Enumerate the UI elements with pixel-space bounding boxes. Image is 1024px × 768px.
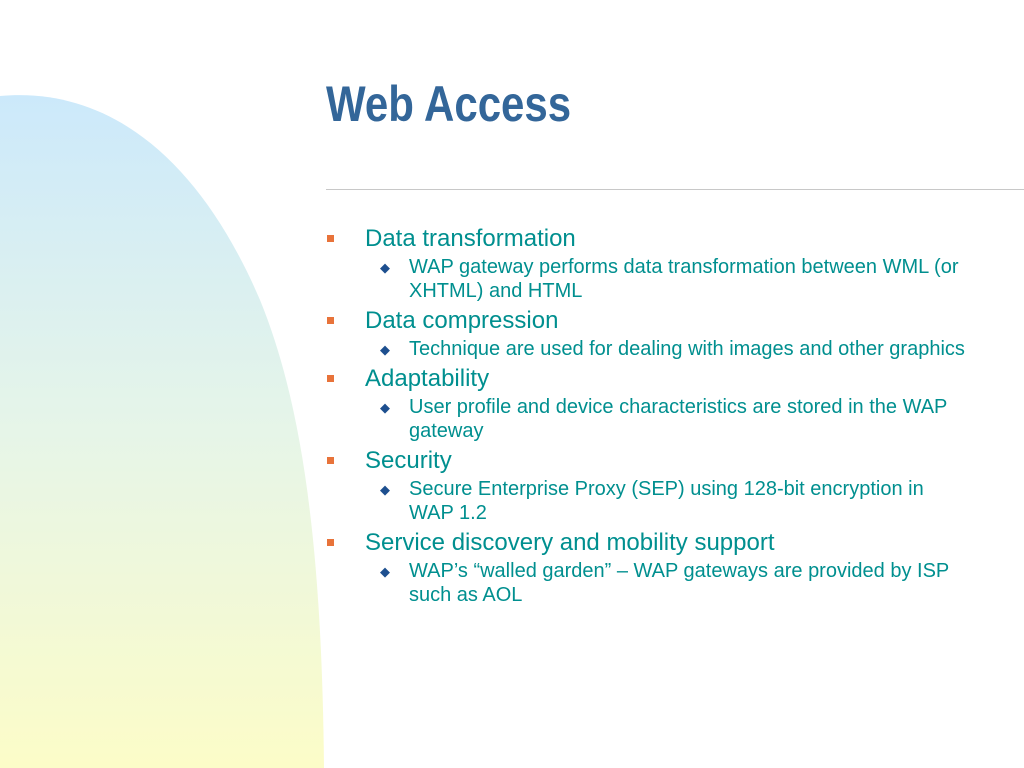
sub-bullet-list: ◆ WAP gateway performs data transformati… (365, 255, 1010, 303)
sub-bullet-list: ◆ User profile and device characteristic… (365, 395, 1010, 443)
sub-bullet-list: ◆ WAP’s “walled garden” – WAP gateways a… (365, 559, 1010, 607)
bullet-text: Security (365, 447, 452, 474)
title-divider (326, 189, 1024, 190)
bullet-item: Service discovery and mobility support ◆… (320, 528, 1010, 607)
bullet-item: Adaptability ◆ User profile and device c… (320, 364, 1010, 443)
square-bullet-icon (327, 539, 334, 546)
sub-bullet-text: WAP’s “walled garden” – WAP gateways are… (409, 560, 949, 606)
bullet-text: Adaptability (365, 365, 490, 392)
sub-bullet-item: ◆ Secure Enterprise Proxy (SEP) using 12… (365, 477, 969, 525)
sub-bullet-item: ◆ User profile and device characteristic… (365, 395, 969, 443)
bullet-item: Security ◆ Secure Enterprise Proxy (SEP)… (320, 446, 1010, 525)
square-bullet-icon (327, 317, 334, 324)
square-bullet-icon (327, 235, 334, 242)
bullet-text: Data compression (365, 307, 559, 334)
bullet-item: Data transformation ◆ WAP gateway perfor… (320, 224, 1010, 303)
bullet-item: Data compression ◆ Technique are used fo… (320, 306, 1010, 361)
bullet-list: Data transformation ◆ WAP gateway perfor… (320, 224, 1010, 607)
diamond-bullet-icon: ◆ (380, 482, 390, 497)
square-bullet-icon (327, 375, 334, 382)
square-bullet-icon (327, 457, 334, 464)
sub-bullet-text: User profile and device characteristics … (409, 396, 948, 442)
sub-bullet-list: ◆ Secure Enterprise Proxy (SEP) using 12… (365, 477, 1010, 525)
diamond-bullet-icon: ◆ (380, 342, 390, 357)
sub-bullet-list: ◆ Technique are used for dealing with im… (365, 337, 1010, 361)
sub-bullet-item: ◆ WAP’s “walled garden” – WAP gateways a… (365, 559, 969, 607)
diamond-bullet-icon: ◆ (380, 564, 390, 579)
slide-title: Web Access (326, 76, 572, 132)
sub-bullet-item: ◆ Technique are used for dealing with im… (365, 337, 969, 361)
bullet-text: Service discovery and mobility support (365, 529, 775, 556)
diamond-bullet-icon: ◆ (380, 400, 390, 415)
sub-bullet-item: ◆ WAP gateway performs data transformati… (365, 255, 969, 303)
sub-bullet-text: WAP gateway performs data transformation… (409, 256, 959, 302)
bullet-text: Data transformation (365, 225, 576, 252)
sub-bullet-text: Secure Enterprise Proxy (SEP) using 128-… (409, 478, 924, 524)
sub-bullet-text: Technique are used for dealing with imag… (409, 338, 965, 360)
diamond-bullet-icon: ◆ (380, 260, 390, 275)
